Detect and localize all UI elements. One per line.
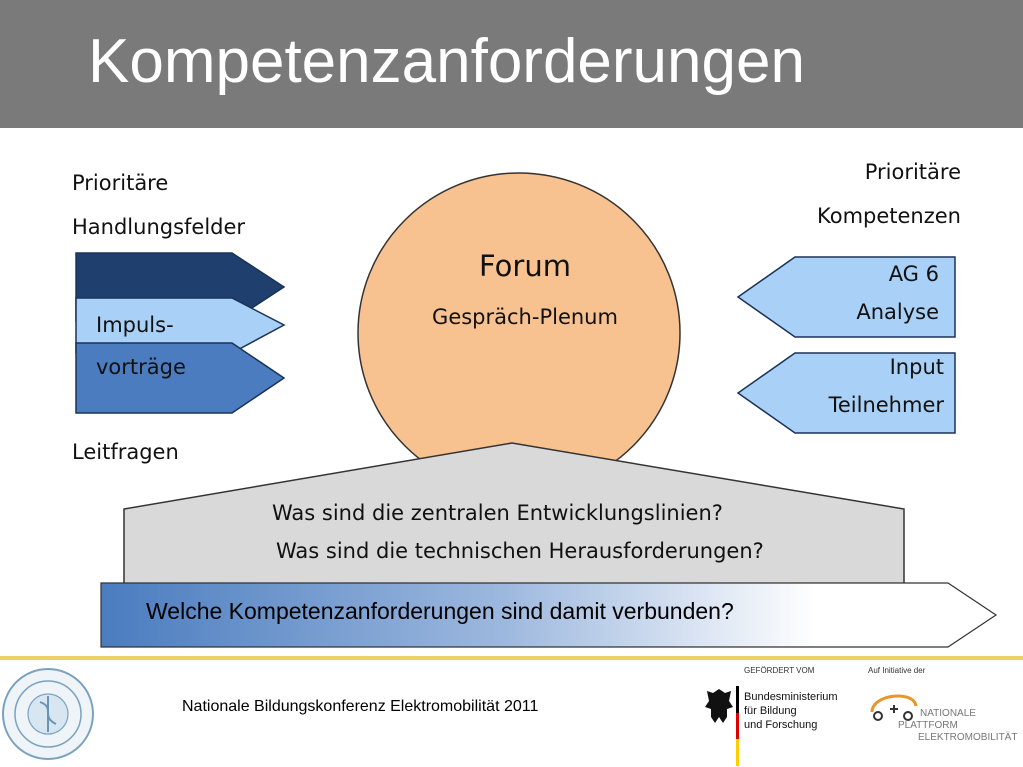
right-heading-line2: Kompetenzen <box>817 204 961 228</box>
university-seal-icon <box>2 668 94 760</box>
forum-label: Forum <box>479 249 571 283</box>
question-3: Welche Kompetenzanforderungen sind damit… <box>146 598 734 624</box>
mid-blue-chevron <box>75 342 286 414</box>
slide-title: Kompetenzanforderungen <box>88 27 805 96</box>
ag6-label-line2: Analyse <box>856 300 939 324</box>
flag-bar-black <box>736 686 739 713</box>
questions-box <box>123 442 905 585</box>
ag6-label-line1: AG 6 <box>888 262 939 286</box>
npe-logo-icon <box>870 694 918 721</box>
forum-subtitle: Gespräch-Plenum <box>432 305 618 329</box>
right-heading-line1: Prioritäre <box>864 160 961 184</box>
gefoerdert-label: GEFÖRDERT VOM <box>744 666 815 675</box>
impulse-label-line1: Impuls- <box>96 313 174 337</box>
title-bar <box>0 0 1023 128</box>
flag-bar-red <box>736 713 739 739</box>
input-label-line1: Input <box>889 355 944 379</box>
bmbf-line1: Bundesministerium <box>744 691 838 703</box>
npe-line1: NATIONALE <box>920 708 976 719</box>
left-heading-line1: Prioritäre <box>72 171 169 195</box>
conference-name: Nationale Bildungskonferenz Elektromobil… <box>182 698 539 715</box>
ag6-arrow-box <box>736 256 956 338</box>
bmbf-line3: und Forschung <box>744 719 818 731</box>
conclusion-arrow <box>100 582 998 648</box>
question-2: Was sind die technischen Herausforderung… <box>276 539 764 563</box>
left-heading-line2: Handlungsfelder <box>72 215 246 239</box>
flag-bar-gold <box>736 739 739 766</box>
footer-divider <box>0 656 1023 660</box>
input-arrow-box <box>736 352 956 434</box>
federal-eagle-icon <box>705 689 733 723</box>
initiative-label: Auf Initiative der <box>868 666 926 675</box>
question-1: Was sind die zentralen Entwicklungslinie… <box>272 501 723 525</box>
input-label-line2: Teilnehmer <box>828 393 944 417</box>
npe-line3: ELEKTROMOBILITÄT <box>918 732 1018 743</box>
impulse-label-line2: vorträge <box>96 355 186 379</box>
bmbf-line2: für Bildung <box>744 705 797 717</box>
leitfragen-label: Leitfragen <box>72 440 179 464</box>
npe-line2: PLATTFORM <box>898 720 958 731</box>
